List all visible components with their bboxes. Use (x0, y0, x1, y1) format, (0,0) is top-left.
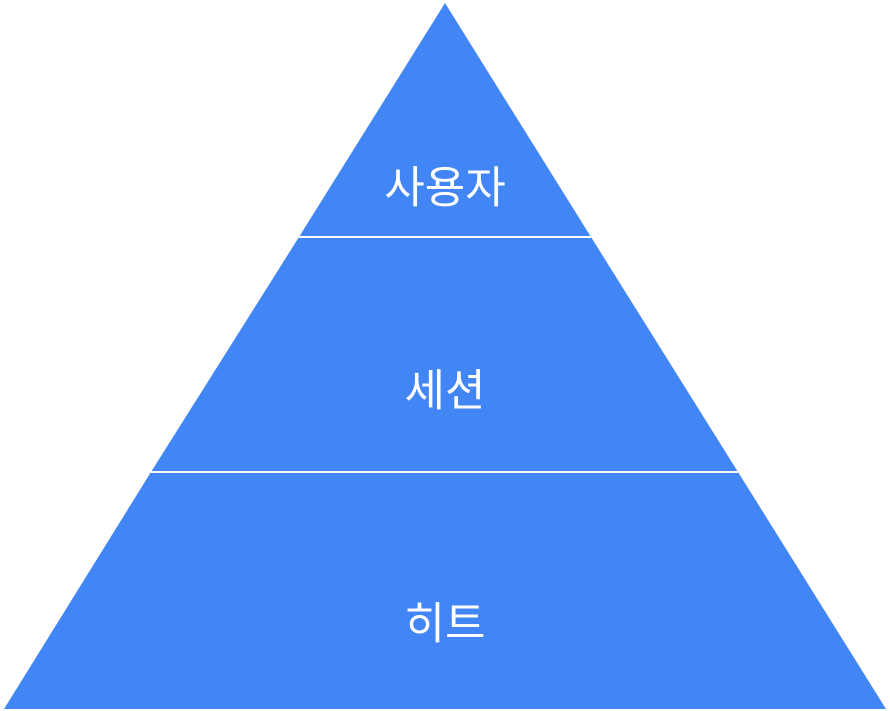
tier-label-users: 사용자 (384, 163, 505, 214)
tier-label-sessions: 세션 (405, 366, 486, 417)
pyramid-tier-top (299, 3, 591, 237)
pyramid-tier-bottom (4, 472, 886, 709)
pyramid-tier-middle (151, 237, 738, 472)
tier-label-hits: 히트 (405, 599, 486, 650)
